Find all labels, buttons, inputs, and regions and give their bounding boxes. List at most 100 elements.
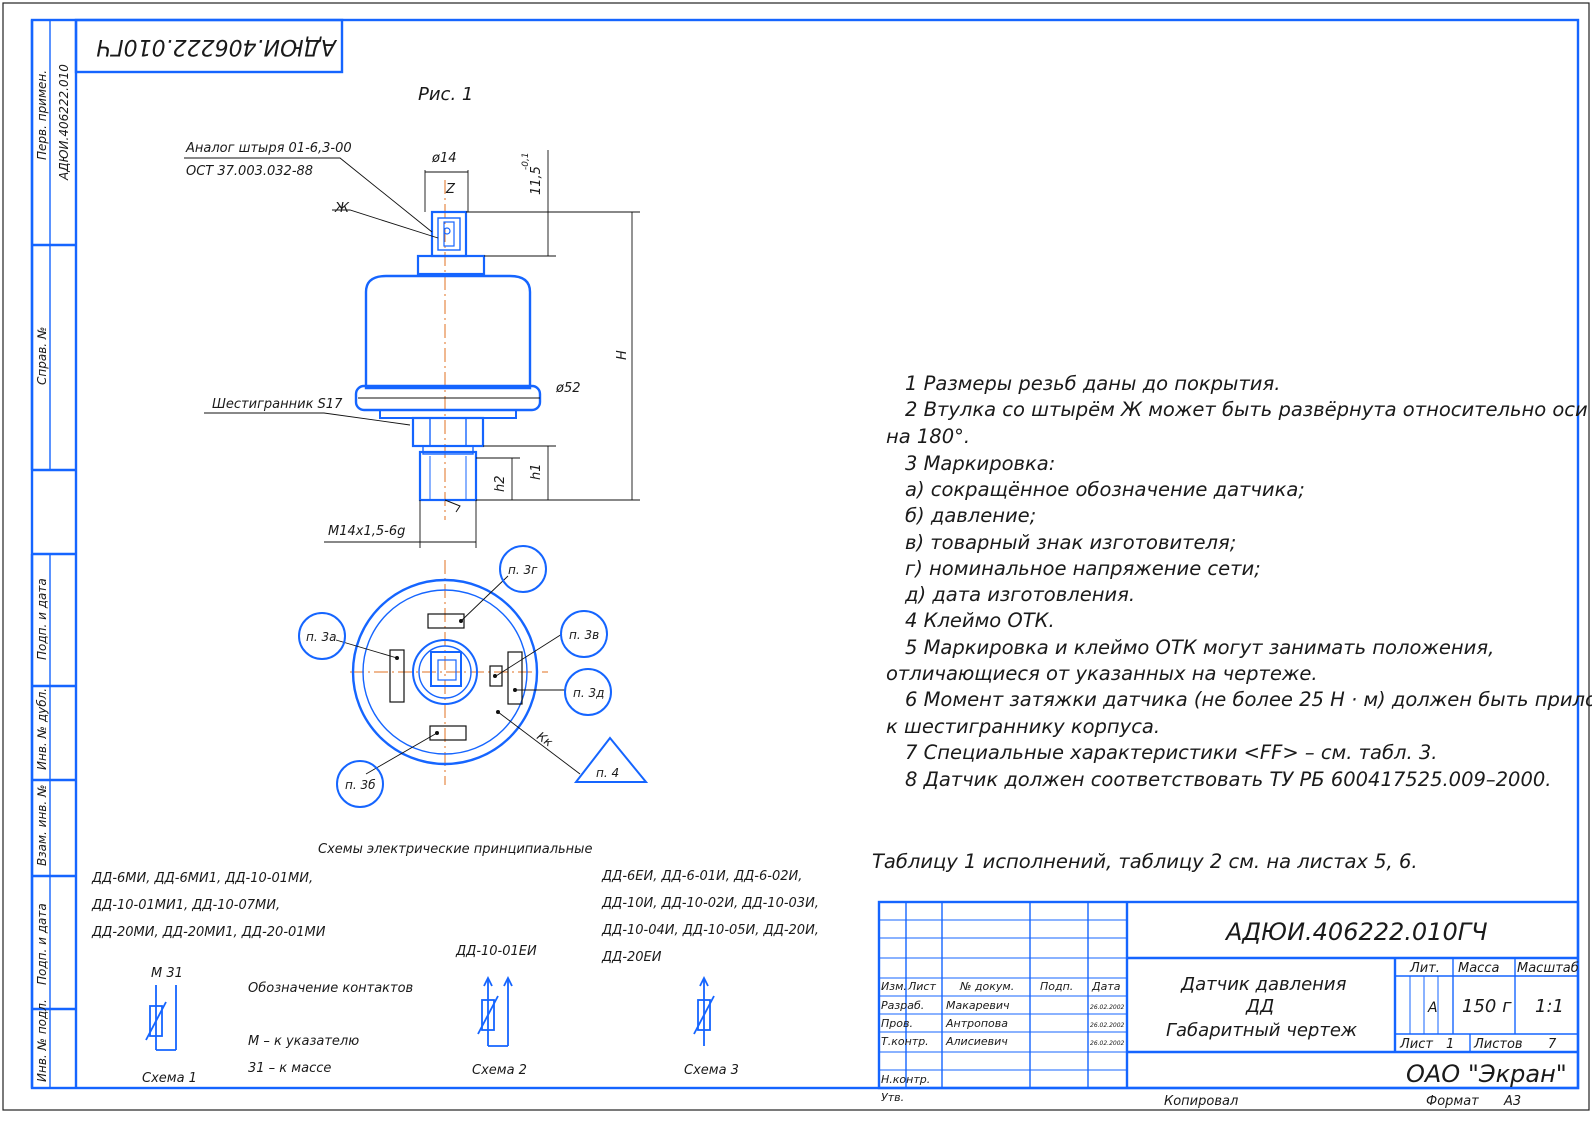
side-strip: Перв. примен. АДЮИ.406222.010 Справ. № П… xyxy=(30,20,76,1088)
note-line: г) номинальное напряжение сети; xyxy=(905,557,1261,580)
title-name-2: ДД xyxy=(1245,996,1274,1017)
technical-notes: 1 Размеры резьб даны до покрытия. 2 Втул… xyxy=(886,372,1592,791)
name-tkontr: Алисиевич xyxy=(945,1035,1008,1048)
col-list: Лист xyxy=(907,980,936,993)
note-line: на 180°. xyxy=(886,425,970,448)
hex-label: Шестигранник S17 xyxy=(212,397,343,412)
perv-primen-label: Перв. примен. xyxy=(35,70,49,160)
date-razrab: 26.02.2002 xyxy=(1090,1004,1125,1011)
axis-z-label: Z xyxy=(445,182,456,197)
callout-pin-1: Аналог штыря 01-6,3-00 xyxy=(185,141,352,156)
note-line: 3 Маркировка: xyxy=(905,452,1055,475)
dim-11-5: 11,5 xyxy=(529,166,544,195)
format-value: А3 xyxy=(1503,1094,1521,1109)
thread-label: M14x1,5-6g xyxy=(328,524,405,539)
contacts-title: Обозначение контактов xyxy=(248,981,413,996)
lit-value: А xyxy=(1427,1000,1438,1016)
note-line: 8 Датчик должен соответствовать ТУ РБ 60… xyxy=(905,768,1551,791)
contact-31: 31 – к массе xyxy=(248,1061,331,1076)
note-line: 4 Клеймо ОТК. xyxy=(905,609,1055,632)
dim-h2: h2 xyxy=(493,475,508,492)
inv-dubl-label: Инв. № дубл. xyxy=(35,688,49,770)
sprav-label: Справ. № xyxy=(35,327,49,385)
note-line: д) дата изготовления. xyxy=(904,583,1135,606)
role-utv: Утв. xyxy=(881,1091,904,1104)
dim-h1: h1 xyxy=(529,463,544,480)
perv-primen-value: АДЮИ.406222.010 xyxy=(57,64,71,181)
masshtab-label: Масштаб xyxy=(1517,961,1579,976)
callout-3v: п. 3в xyxy=(569,628,599,642)
note-line: 2 Втулка со штырём Ж может быть развёрну… xyxy=(905,398,1592,421)
col-dokum: № докум. xyxy=(959,980,1014,993)
col-izm: Изм. xyxy=(881,980,907,993)
group2-title: ДД-10-01ЕИ xyxy=(455,944,537,959)
callout-3g: п. 3г xyxy=(508,563,538,577)
callout-pin-2: ОСТ 37.003.032-88 xyxy=(186,164,313,179)
dim-h: H xyxy=(615,350,630,360)
contact-m: М – к указателю xyxy=(248,1034,359,1049)
massa-value: 150 г xyxy=(1462,996,1512,1017)
callout-3d: п. 3д xyxy=(573,686,604,700)
note-line: отличающиеся от указанных на чертеже. xyxy=(886,662,1318,685)
name-razrab: Макаревич xyxy=(946,999,1010,1012)
col-podp: Подп. xyxy=(1040,980,1073,993)
kopiroval-label: Копировал xyxy=(1164,1094,1238,1109)
callout-3b: п. 3б xyxy=(345,778,376,792)
date-prov: 26.02.2002 xyxy=(1090,1022,1125,1029)
schematics-title: Схемы электрические принципиальные xyxy=(318,842,592,857)
callout-bubbles xyxy=(298,545,649,808)
group1-line: ДД-20МИ, ДД-20МИ1, ДД-20-01МИ xyxy=(91,925,326,940)
col-data: Дата xyxy=(1091,980,1121,993)
name-prov: Антропова xyxy=(945,1017,1008,1030)
group3-line: ДД-20ЕИ xyxy=(601,950,662,965)
callout-3a: п. 3а xyxy=(306,630,336,644)
inv-podl-label: Инв. № подл. xyxy=(35,999,49,1082)
date-tkontr: 26.02.2002 xyxy=(1090,1040,1125,1047)
vzam-inv-label: Взам. инв. № xyxy=(35,785,49,866)
title-designation: АДЮИ.406222.010ГЧ xyxy=(1224,918,1488,946)
dim-11-5-tol: -0,1 xyxy=(521,152,531,170)
role-prov: Пров. xyxy=(881,1017,913,1030)
note-line: 6 Момент затяжки датчика (не более 25 Н … xyxy=(905,688,1592,711)
group3-line: ДД-10-04И, ДД-10-05И, ДД-20И, xyxy=(601,923,819,938)
sensor-top-view xyxy=(350,560,548,785)
title-name-3: Габаритный чертеж xyxy=(1166,1020,1358,1041)
dimensions xyxy=(184,150,640,548)
massa-label: Масса xyxy=(1458,961,1499,976)
list-value: 1 xyxy=(1446,1037,1454,1052)
group3-line: ДД-6ЕИ, ДД-6-01И, ДД-6-02И, xyxy=(601,869,802,884)
lit-label: Лит. xyxy=(1409,961,1440,976)
rotated-drawing-number: АДЮИ.406222.010ГЧ xyxy=(96,34,338,59)
callout-4: п. 4 xyxy=(596,766,619,780)
schema3-label: Схема 3 xyxy=(684,1063,739,1078)
label-kk: Кк xyxy=(534,729,556,750)
list-label: Лист xyxy=(1399,1037,1433,1052)
listov-value: 7 xyxy=(1548,1037,1557,1052)
format-label: Формат xyxy=(1426,1094,1479,1109)
schema-symbols xyxy=(145,975,715,1051)
tables-note: Таблицу 1 исполнений, таблицу 2 см. на л… xyxy=(872,850,1418,873)
group1-line: ДД-6МИ, ДД-6МИ1, ДД-10-01МИ, xyxy=(91,871,313,886)
bottom-view-leaders xyxy=(335,575,581,775)
note-line: к шестиграннику корпуса. xyxy=(886,715,1160,738)
schema1-label: Схема 1 xyxy=(142,1071,197,1086)
note-line: а) сокращённое обозначение датчика; xyxy=(905,478,1305,501)
note-line: 5 Маркировка и клеймо ОТК могут занимать… xyxy=(905,636,1494,659)
masshtab-value: 1:1 xyxy=(1535,996,1564,1017)
figure-caption: Рис. 1 xyxy=(418,84,473,105)
title-block-grid xyxy=(877,900,1580,1090)
note-line: 7 Специальные характеристики <FF> – см. … xyxy=(905,741,1437,764)
dim-d52: ø52 xyxy=(555,381,581,396)
note-line: в) товарный знак изготовителя; xyxy=(905,531,1236,554)
note-line: 1 Размеры резьб даны до покрытия. xyxy=(905,372,1280,395)
schema1-pins: М 31 xyxy=(151,966,183,981)
role-razrab: Разраб. xyxy=(881,999,924,1012)
sensor-side-view xyxy=(354,180,542,520)
dim-d14: ø14 xyxy=(431,151,457,166)
schema2-label: Схема 2 xyxy=(472,1063,527,1078)
group1-line: ДД-10-01МИ1, ДД-10-07МИ, xyxy=(91,898,280,913)
note-line: б) давление; xyxy=(905,504,1036,527)
podp-data-label-2: Подп. и дата xyxy=(35,903,49,985)
podp-data-label-1: Подп. и дата xyxy=(35,578,49,660)
